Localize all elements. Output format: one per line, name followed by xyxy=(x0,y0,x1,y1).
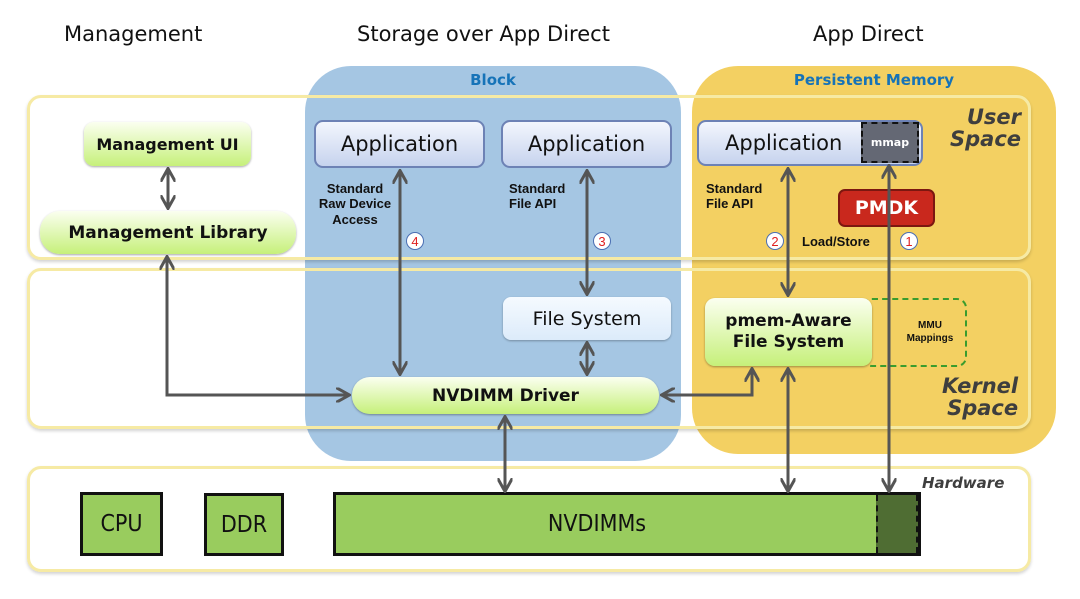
kernel-space-label: Kernel Space xyxy=(942,375,1018,419)
hardware-layer xyxy=(27,466,1031,572)
pmdk-box: PMDK xyxy=(838,189,935,227)
block-region-label: Block xyxy=(470,71,516,89)
application-raw-box: Application xyxy=(314,120,485,168)
column-title-app-direct: App Direct xyxy=(813,22,924,46)
badge-3: 3 xyxy=(593,232,611,250)
raw-device-access-line1: Standard xyxy=(326,181,384,196)
persistent-memory-region-label: Persistent Memory xyxy=(793,71,955,89)
load-store-label: Load/Store xyxy=(802,234,870,249)
cpu-box: CPU xyxy=(80,492,163,556)
block-file-api-line1: Standard xyxy=(509,181,566,196)
user-space-label-line1: User xyxy=(966,105,1022,129)
nvdimms-label: NVDIMMs xyxy=(547,511,647,537)
pmem-file-api-label: Standard File API xyxy=(706,181,762,212)
kernel-space-label-line2: Space xyxy=(947,396,1019,421)
mmu-mappings-label: MMU Mappings xyxy=(895,319,965,345)
kernel-space-label-line1: Kernel xyxy=(942,374,1019,398)
pmem-aware-file-system-box: pmem-Aware File System xyxy=(705,298,872,366)
hardware-label: Hardware xyxy=(922,474,1005,492)
raw-device-access-line2: Raw Device xyxy=(318,196,392,212)
user-space-label-line2: Space xyxy=(950,127,1022,152)
badge-2: 2 xyxy=(766,232,784,250)
user-space-label: User Space xyxy=(950,106,1021,150)
mmu-line2: Mappings xyxy=(906,333,954,344)
nvdimms-box: NVDIMMs xyxy=(333,492,921,556)
management-ui-box: Management UI xyxy=(84,122,251,166)
management-library-box: Management Library xyxy=(40,211,296,254)
block-file-api-label: Standard File API xyxy=(509,181,565,212)
mmap-box: mmap xyxy=(861,122,919,163)
badge-4: 4 xyxy=(406,232,424,250)
ddr-box: DDR xyxy=(204,493,284,556)
raw-device-access-line3: Access xyxy=(332,211,378,227)
pmem-aware-fs-line2: File System xyxy=(732,332,845,352)
nvdimm-driver-box: NVDIMM Driver xyxy=(352,377,659,414)
badge-1: 1 xyxy=(900,232,918,250)
column-title-management: Management xyxy=(64,22,203,46)
pmem-file-api-line1: Standard xyxy=(706,181,763,196)
column-title-storage-over-app-direct: Storage over App Direct xyxy=(357,22,610,46)
block-file-api-line2: File API xyxy=(509,196,557,212)
mmu-line1: MMU xyxy=(918,320,942,331)
file-system-box: File System xyxy=(503,297,671,340)
pmem-aware-fs-line1: pmem-Aware xyxy=(725,310,852,331)
kernel-space-layer xyxy=(27,268,1031,429)
application-file-box: Application xyxy=(501,120,672,168)
pmem-file-api-line2: File API xyxy=(706,196,754,212)
nvdimm-mapped-region xyxy=(876,495,918,553)
user-space-layer xyxy=(27,95,1031,260)
raw-device-access-label: Standard Raw Device Access xyxy=(307,181,403,227)
